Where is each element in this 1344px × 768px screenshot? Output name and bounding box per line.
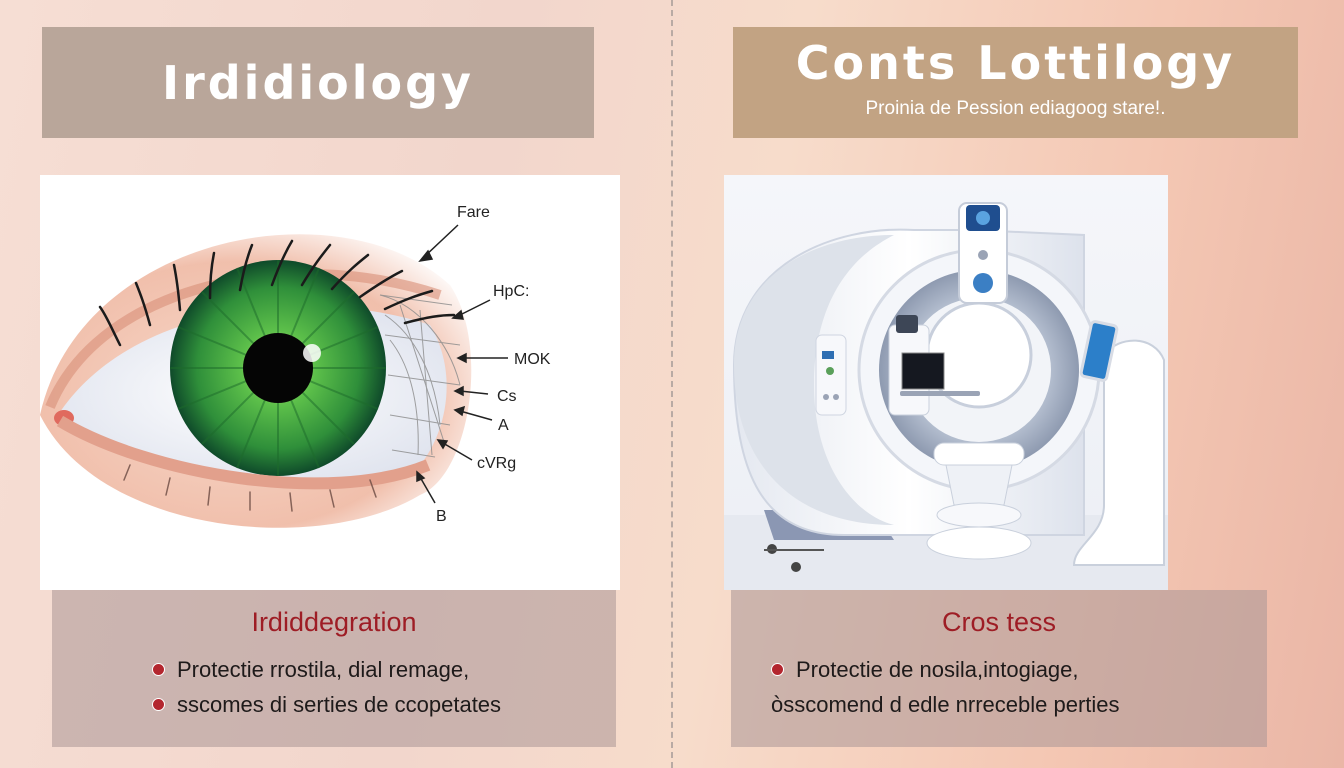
- scanner-machine-illustration: [724, 202, 1168, 590]
- right-banner-title: Conts Lottilogy: [795, 35, 1236, 90]
- list-item: Protectie rrostila, dial remage,: [152, 652, 616, 687]
- bullet-text: Protectie de nosila,intogiage,: [796, 657, 1079, 682]
- right-banner: Conts Lottilogy Proinia de Pession ediag…: [733, 27, 1298, 138]
- bullet-text: sscomes di serties de ccopetates: [177, 692, 502, 717]
- eye-label-hpc: HpC:: [493, 283, 529, 300]
- eye-label-fare: Fare: [457, 204, 490, 221]
- center-divider: [671, 0, 673, 768]
- list-item: sscomes di serties de ccopetates: [152, 687, 616, 722]
- left-card-title: Irdiddegration: [251, 607, 417, 637]
- bullet-dot-icon: [152, 663, 165, 676]
- right-info-card: Cros tess Protectie de nosila,intogiage,…: [731, 590, 1267, 747]
- bullet-dot-icon: [771, 663, 784, 676]
- eye-label-cs: Cs: [497, 388, 517, 405]
- left-bullet-list: Protectie rrostila, dial remage, sscomes…: [52, 652, 616, 722]
- eye-illustration-panel: Fare HpC: MOK Cs A cVRg B: [40, 175, 620, 590]
- eye-label-b: B: [436, 508, 447, 525]
- bullet-dot-icon: [152, 698, 165, 711]
- scanner-illustration-panel: [724, 175, 1168, 590]
- right-bullet-list: Protectie de nosila,intogiage, òsscomen…: [731, 652, 1267, 722]
- eye-label-mok: MOK: [514, 351, 551, 368]
- left-banner-title: Irdidiology: [161, 55, 475, 110]
- eye-label-a: A: [498, 417, 509, 434]
- right-banner-subtitle: Proinia de Pession ediagoog stare!.: [865, 97, 1166, 119]
- list-item: Protectie de nosila,intogiage,: [771, 652, 1267, 687]
- list-item: òsscomend d edle nrreceble perties: [771, 687, 1267, 722]
- right-card-title: Cros tess: [941, 607, 1057, 637]
- left-info-card: Irdiddegration Protectie rrostila, dial …: [52, 590, 616, 747]
- eye-illustration: Fare HpC: MOK Cs A cVRg B: [40, 204, 551, 528]
- bullet-text: òsscomend d edle nrreceble perties: [771, 692, 1120, 717]
- eye-label-cvrg: cVRg: [477, 455, 516, 472]
- left-banner: Irdidiology: [42, 27, 594, 138]
- bullet-text: Protectie rrostila, dial remage,: [177, 657, 470, 682]
